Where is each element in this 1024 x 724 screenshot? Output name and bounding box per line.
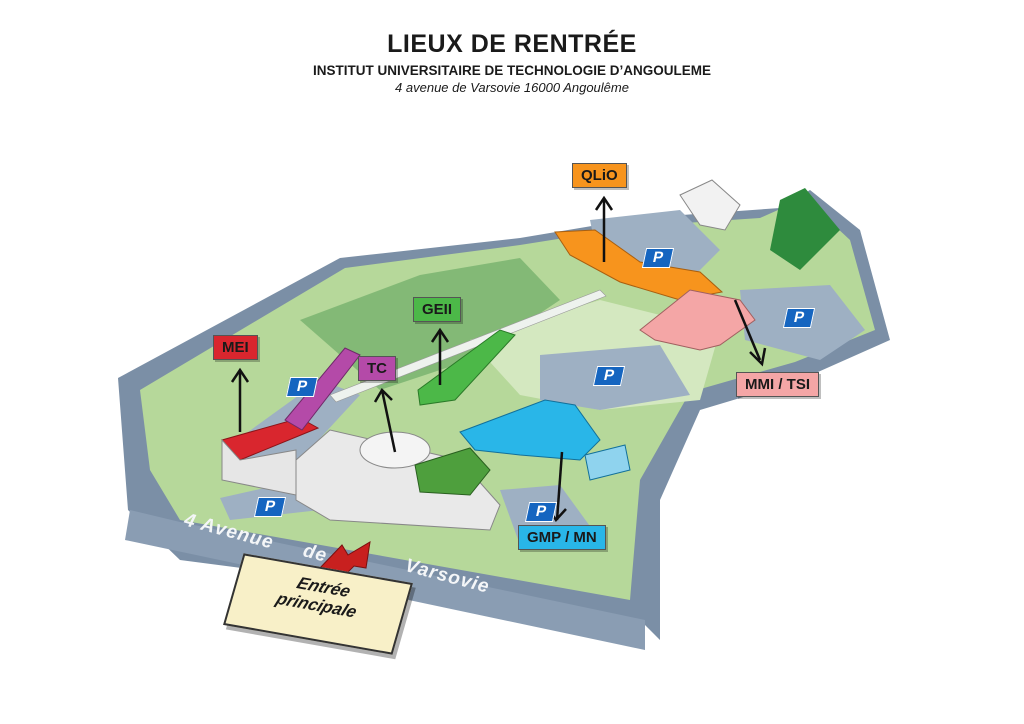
qlio-building — [554, 229, 724, 301]
parking-icon: P — [524, 502, 558, 522]
walkway — [329, 289, 607, 403]
annex-building — [679, 179, 741, 231]
geii-building — [417, 329, 516, 406]
institution-name: INSTITUT UNIVERSITAIRE DE TECHNOLOGIE D’… — [312, 63, 711, 78]
label-geii: GEII — [413, 297, 462, 322]
parking-icon: P — [782, 308, 816, 328]
green-annex — [414, 447, 491, 496]
gmp-building — [459, 399, 601, 461]
label-arrows — [230, 195, 767, 523]
label-gmp-mn: GMP / MN — [518, 525, 606, 550]
page-title: LIEUX DE RENTRÉE — [387, 30, 637, 58]
label-qlio: QLiO — [572, 163, 627, 188]
map-header: LIEUX DE RENTRÉE INSTITUT UNIVERSITAIRE … — [0, 30, 1024, 95]
label-tc: TC — [358, 356, 396, 381]
gmp-building-annex — [584, 444, 631, 481]
parking-icon: P — [641, 248, 675, 268]
parking-icon: P — [592, 366, 626, 386]
green-strip — [770, 188, 840, 270]
parking-icon: P — [285, 377, 319, 397]
tc-building — [284, 347, 361, 431]
mmi-building — [639, 289, 756, 351]
institution-address: 4 avenue de Varsovie 16000 Angoulême — [395, 80, 629, 95]
main-building — [295, 429, 501, 531]
label-mei: MEI — [213, 335, 258, 360]
parking-icon: P — [253, 497, 287, 517]
label-mmi-tsi: MMI / TSI — [736, 372, 819, 397]
